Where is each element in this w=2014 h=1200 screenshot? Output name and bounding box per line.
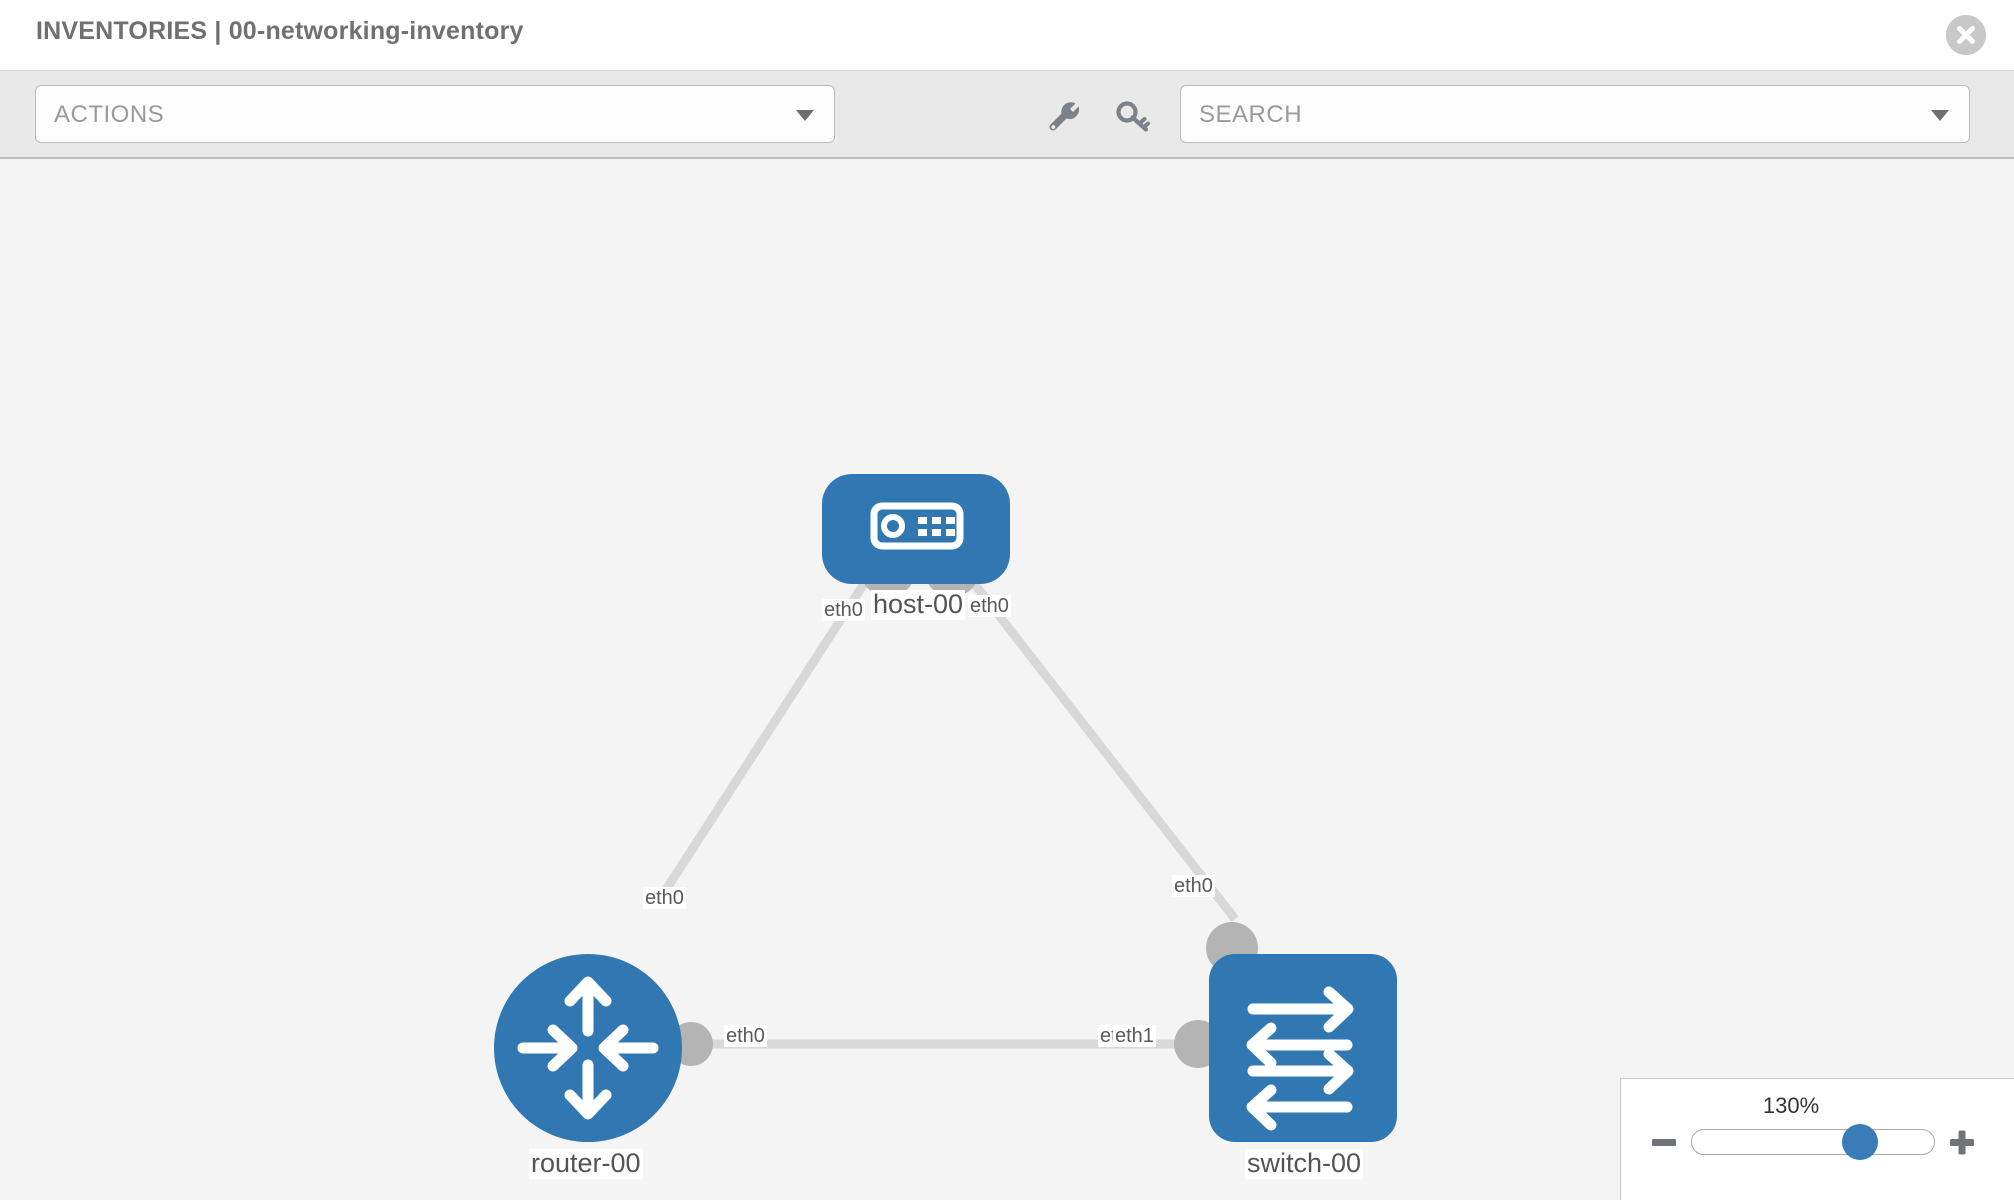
topology-canvas[interactable]: eth0 eth0 eth0 eth0 eth0 eth eth1 host-0…: [0, 159, 2014, 1200]
node-label-router-00: router-00: [529, 1148, 643, 1179]
router-arrows-icon: [517, 976, 659, 1120]
switch-arrows-icon: [1246, 986, 1354, 1131]
interface-label-router-top: eth0: [643, 887, 686, 909]
page-title: INVENTORIES | 00-networking-inventory: [36, 17, 524, 45]
zoom-in-button[interactable]: [1945, 1125, 1979, 1159]
chevron-down-icon: [796, 110, 814, 121]
server-icon: [870, 502, 964, 550]
node-host-00[interactable]: [822, 474, 1010, 584]
node-label-host-00: host-00: [871, 589, 966, 620]
interface-label-host-right: eth0: [968, 595, 1011, 617]
interface-label-switch-top: eth0: [1172, 875, 1215, 897]
wrench-button[interactable]: [1045, 97, 1085, 137]
node-router-00[interactable]: [494, 954, 682, 1142]
interface-label-host-left: eth0: [822, 599, 865, 621]
key-icon: [1116, 101, 1150, 132]
actions-dropdown[interactable]: ACTIONS: [35, 85, 835, 143]
zoom-level-label: 130%: [1762, 1093, 1820, 1118]
interface-label-switch-left-b: eth1: [1113, 1025, 1156, 1047]
zoom-out-button[interactable]: [1647, 1125, 1681, 1159]
interface-label-router-right: eth0: [724, 1025, 767, 1047]
close-icon: [1946, 15, 1986, 55]
close-button[interactable]: [1946, 15, 1986, 55]
window-header: INVENTORIES | 00-networking-inventory: [0, 0, 2014, 70]
wrench-icon: [1049, 102, 1079, 131]
topology-links: [656, 556, 1239, 1049]
search-placeholder: SEARCH: [1199, 101, 1303, 128]
node-switch-00[interactable]: [1209, 954, 1397, 1142]
topology-graph: [494, 474, 1397, 1142]
zoom-control-panel: 130%: [1620, 1078, 2014, 1200]
topology-interfaces: [669, 541, 1258, 1068]
zoom-slider-knob[interactable]: [1842, 1124, 1878, 1160]
actions-dropdown-label: ACTIONS: [54, 101, 165, 128]
node-label-switch-00: switch-00: [1245, 1148, 1364, 1179]
zoom-slider-track[interactable]: [1691, 1129, 1935, 1155]
key-button[interactable]: [1113, 97, 1153, 137]
link-host00-switch00[interactable]: [951, 556, 1239, 922]
toolbar: ACTIONS SEARCH: [0, 70, 2014, 159]
plus-icon: [1950, 1130, 1974, 1155]
search-input[interactable]: SEARCH: [1180, 85, 1970, 143]
minus-icon: [1652, 1139, 1676, 1146]
chevron-down-icon: [1931, 110, 1949, 121]
